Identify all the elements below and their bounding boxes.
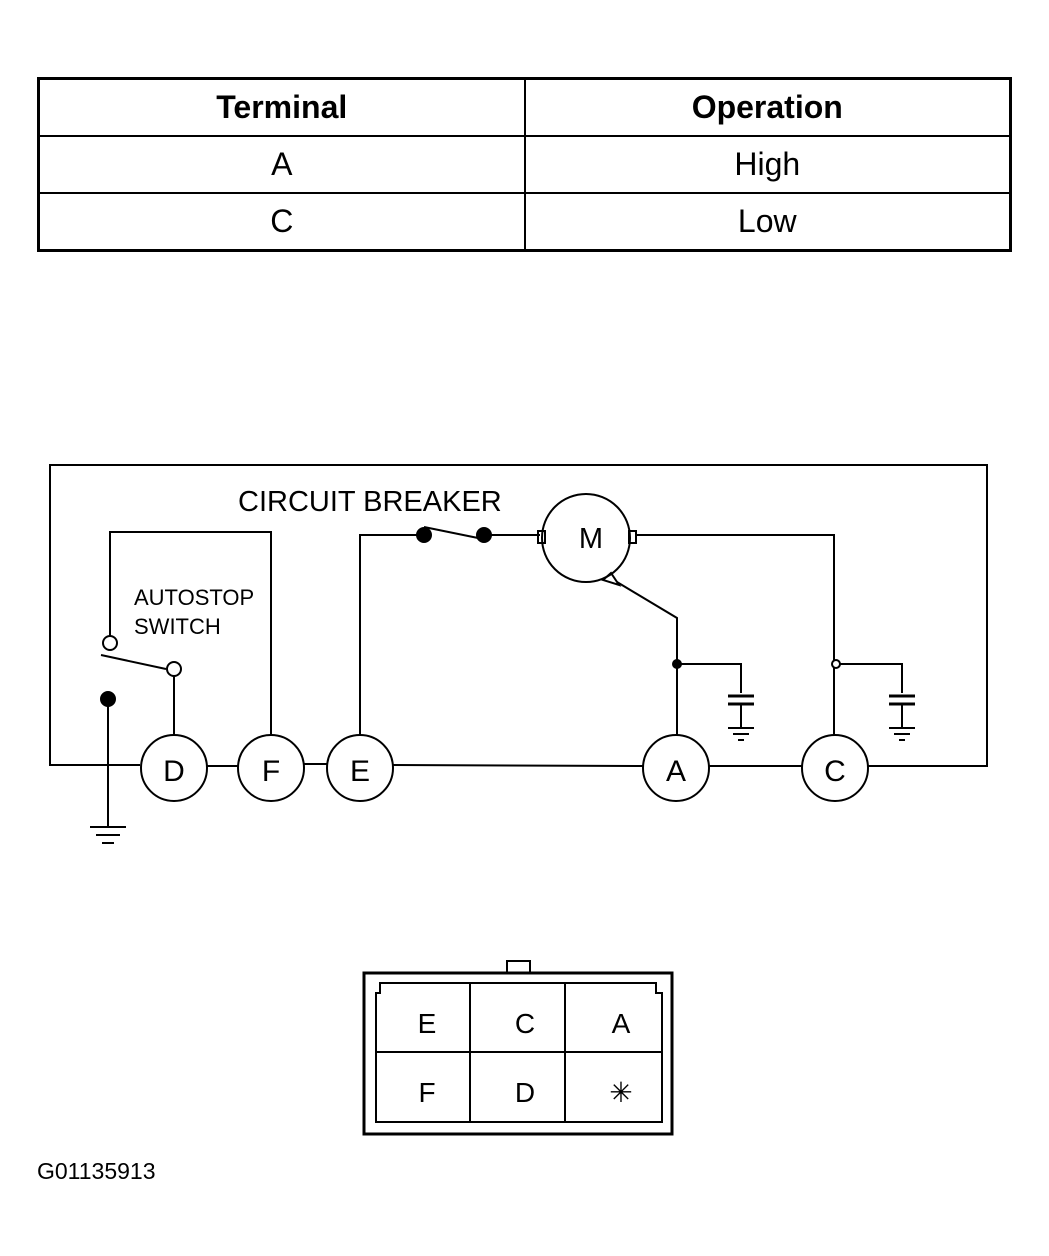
terminal-d: D [140,734,208,802]
connector-face [362,960,674,1136]
motor-brush-high [600,571,622,587]
autostop-label-line2: SWITCH [134,614,221,639]
motor-brush-left [537,530,546,544]
autostop-switch-blade [100,654,167,670]
svg-text:F: F [262,755,280,788]
cell-operation: Low [523,192,1012,252]
svg-text:A: A [666,755,686,788]
terminal-f: F [237,734,305,802]
terminal-e: E [326,734,394,802]
connector-cell-a: A [612,1008,631,1039]
breaker-contact-left [416,527,432,543]
figure-code: G01135913 [37,1158,156,1184]
motor-label: M [579,523,603,555]
breaker-blade [423,526,479,539]
wire-e-a [392,764,644,767]
cell-operation: High [523,135,1012,194]
wire-motor-high [616,581,678,735]
capacitor-a-wire [677,663,742,693]
autostop-contact-top [102,635,118,651]
svg-text:C: C [824,755,846,788]
outer-frame-wire [49,464,988,767]
motor-brush-right [628,530,637,544]
node-c [831,659,841,669]
ground-symbol [90,826,126,844]
table-header-row: Terminal Operation [37,77,1012,137]
connector-cell-f: F [418,1077,435,1108]
table-row: A High [37,135,1012,194]
autostop-label: AUTOSTOP [134,585,254,610]
cell-terminal: C [37,192,526,252]
terminal-operation-table: Terminal Operation A High C Low [37,77,1012,252]
header-operation: Operation [523,77,1012,137]
connector-cell-c: C [515,1008,535,1039]
autostop-contact-bottom [166,661,182,677]
svg-text:E: E [350,755,370,788]
capacitor-c [889,694,915,741]
cell-terminal: A [37,135,526,194]
ground-node [100,691,116,707]
connector-cell-d: D [515,1077,535,1108]
terminal-a: A [642,734,710,802]
connector-cell-blank: ✳ [609,1077,632,1108]
breaker-contact-right [476,527,492,543]
autostop-wire-f [109,531,272,735]
wire-e-breaker [359,534,420,735]
svg-text:D: D [163,755,185,788]
header-terminal: Terminal [37,77,526,137]
terminal-c: C [801,734,869,802]
capacitor-c-wire [840,663,903,693]
table-row: C Low [37,192,1012,252]
capacitor-a [728,694,754,741]
circuit-breaker-label: CIRCUIT BREAKER [238,486,502,518]
connector-cell-e: E [418,1008,437,1039]
